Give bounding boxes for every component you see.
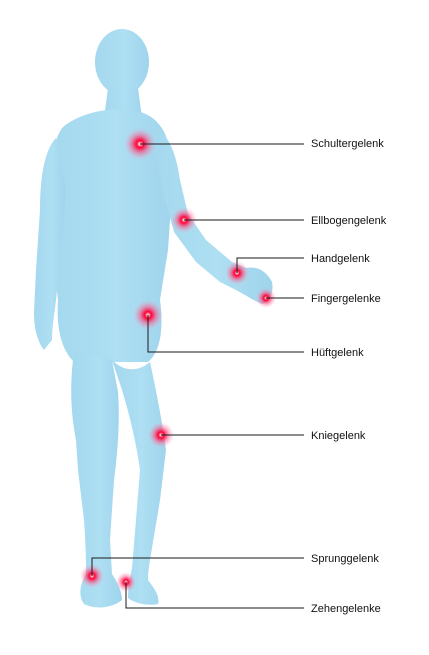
leader-lines: [91, 143, 304, 609]
leader-line-wrist: [236, 257, 304, 273]
label-shoulder: Schultergelenk: [311, 138, 384, 150]
label-ankle: Sprunggelenk: [311, 553, 379, 565]
label-elbow: Ellbogengelenk: [311, 215, 387, 227]
label-wrist: Handgelenk: [311, 253, 370, 265]
label-hip: Hüftgelenk: [311, 347, 364, 359]
human-silhouette: [34, 29, 273, 608]
left-arm: [34, 138, 66, 350]
head: [95, 29, 149, 95]
leader-line-toes: [125, 582, 304, 609]
label-fingers: Fingergelenke: [311, 293, 381, 305]
left-leg: [71, 352, 122, 608]
right-leg: [112, 360, 166, 605]
leader-line-ankle: [91, 557, 304, 576]
label-knee: Kniegelenk: [311, 430, 366, 442]
torso: [48, 109, 172, 362]
label-toes: Zehengelenke: [311, 603, 381, 615]
leader-line-hip: [147, 315, 304, 353]
